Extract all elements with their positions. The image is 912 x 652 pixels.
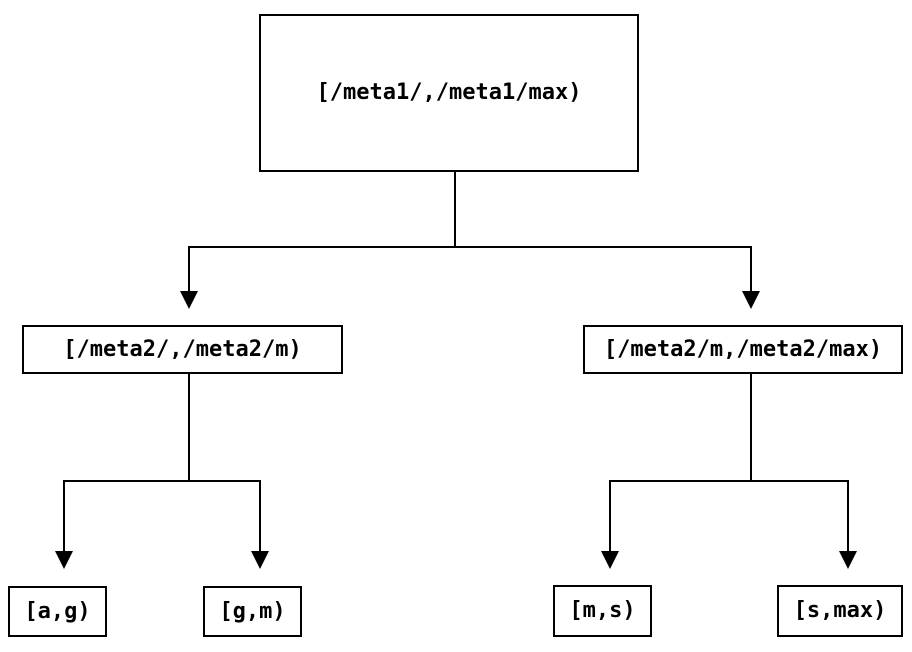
arrowhead-down-icon [180, 291, 198, 309]
arrowhead-down-icon [55, 551, 73, 569]
node-leaf-a-g: [a,g) [8, 586, 107, 637]
node-leaf-s-max: [s,max) [777, 585, 903, 637]
node-meta1-range: [/meta1/,/meta1/max) [259, 14, 639, 172]
node-leaf-m-s: [m,s) [553, 585, 652, 637]
arrowhead-down-icon [839, 551, 857, 569]
arrowhead-down-icon [601, 551, 619, 569]
node-meta2-upper-range: [/meta2/m,/meta2/max) [583, 325, 903, 374]
arrowhead-down-icon [742, 291, 760, 309]
arrowhead-down-icon [251, 551, 269, 569]
node-leaf-g-m: [g,m) [203, 586, 302, 637]
node-meta2-lower-range: [/meta2/,/meta2/m) [22, 325, 343, 374]
